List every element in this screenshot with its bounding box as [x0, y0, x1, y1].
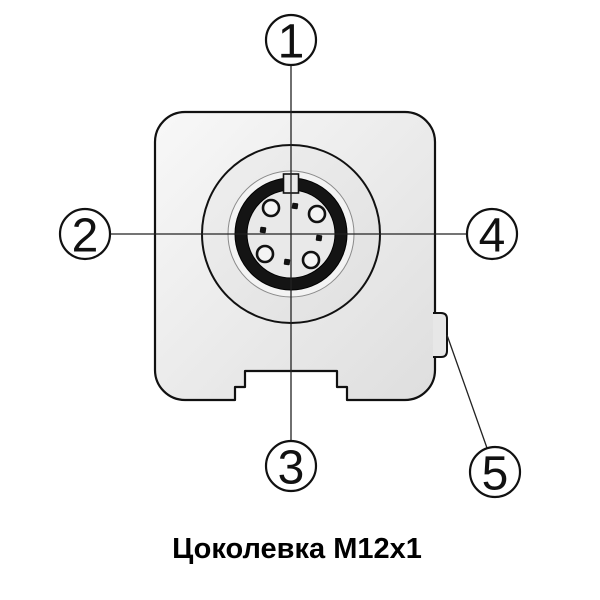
callout-circle	[465, 207, 519, 261]
callout-3: 3	[264, 439, 318, 494]
pin-hole	[261, 198, 281, 218]
pin-hole	[307, 204, 327, 224]
side-tab	[433, 312, 448, 358]
callout-4: 4	[465, 207, 519, 262]
pin-contact	[283, 258, 291, 266]
caption: Цоколевка M12x1	[172, 533, 422, 565]
pin-contact	[259, 226, 267, 234]
callout-label: 3	[278, 441, 305, 494]
callout-label: 4	[479, 209, 506, 262]
callout-2: 2	[58, 207, 112, 262]
callout-label: 1	[278, 15, 305, 68]
pin-contact	[315, 234, 323, 242]
callout-label: 5	[482, 447, 509, 500]
callout-lines	[110, 65, 488, 449]
pin-hole	[301, 250, 321, 270]
callout-circle	[264, 13, 318, 67]
pin-field	[255, 198, 327, 270]
callout-circle	[468, 445, 522, 499]
callout-label: 2	[72, 209, 99, 262]
callout-5: 5	[468, 445, 522, 500]
callout-1: 1	[264, 13, 318, 68]
connector-body	[153, 110, 448, 402]
callout-line-5	[446, 334, 488, 449]
pin-hole	[255, 244, 275, 264]
pin-contact	[291, 202, 299, 210]
callout-circle	[264, 439, 318, 493]
callout-circle	[58, 207, 112, 261]
